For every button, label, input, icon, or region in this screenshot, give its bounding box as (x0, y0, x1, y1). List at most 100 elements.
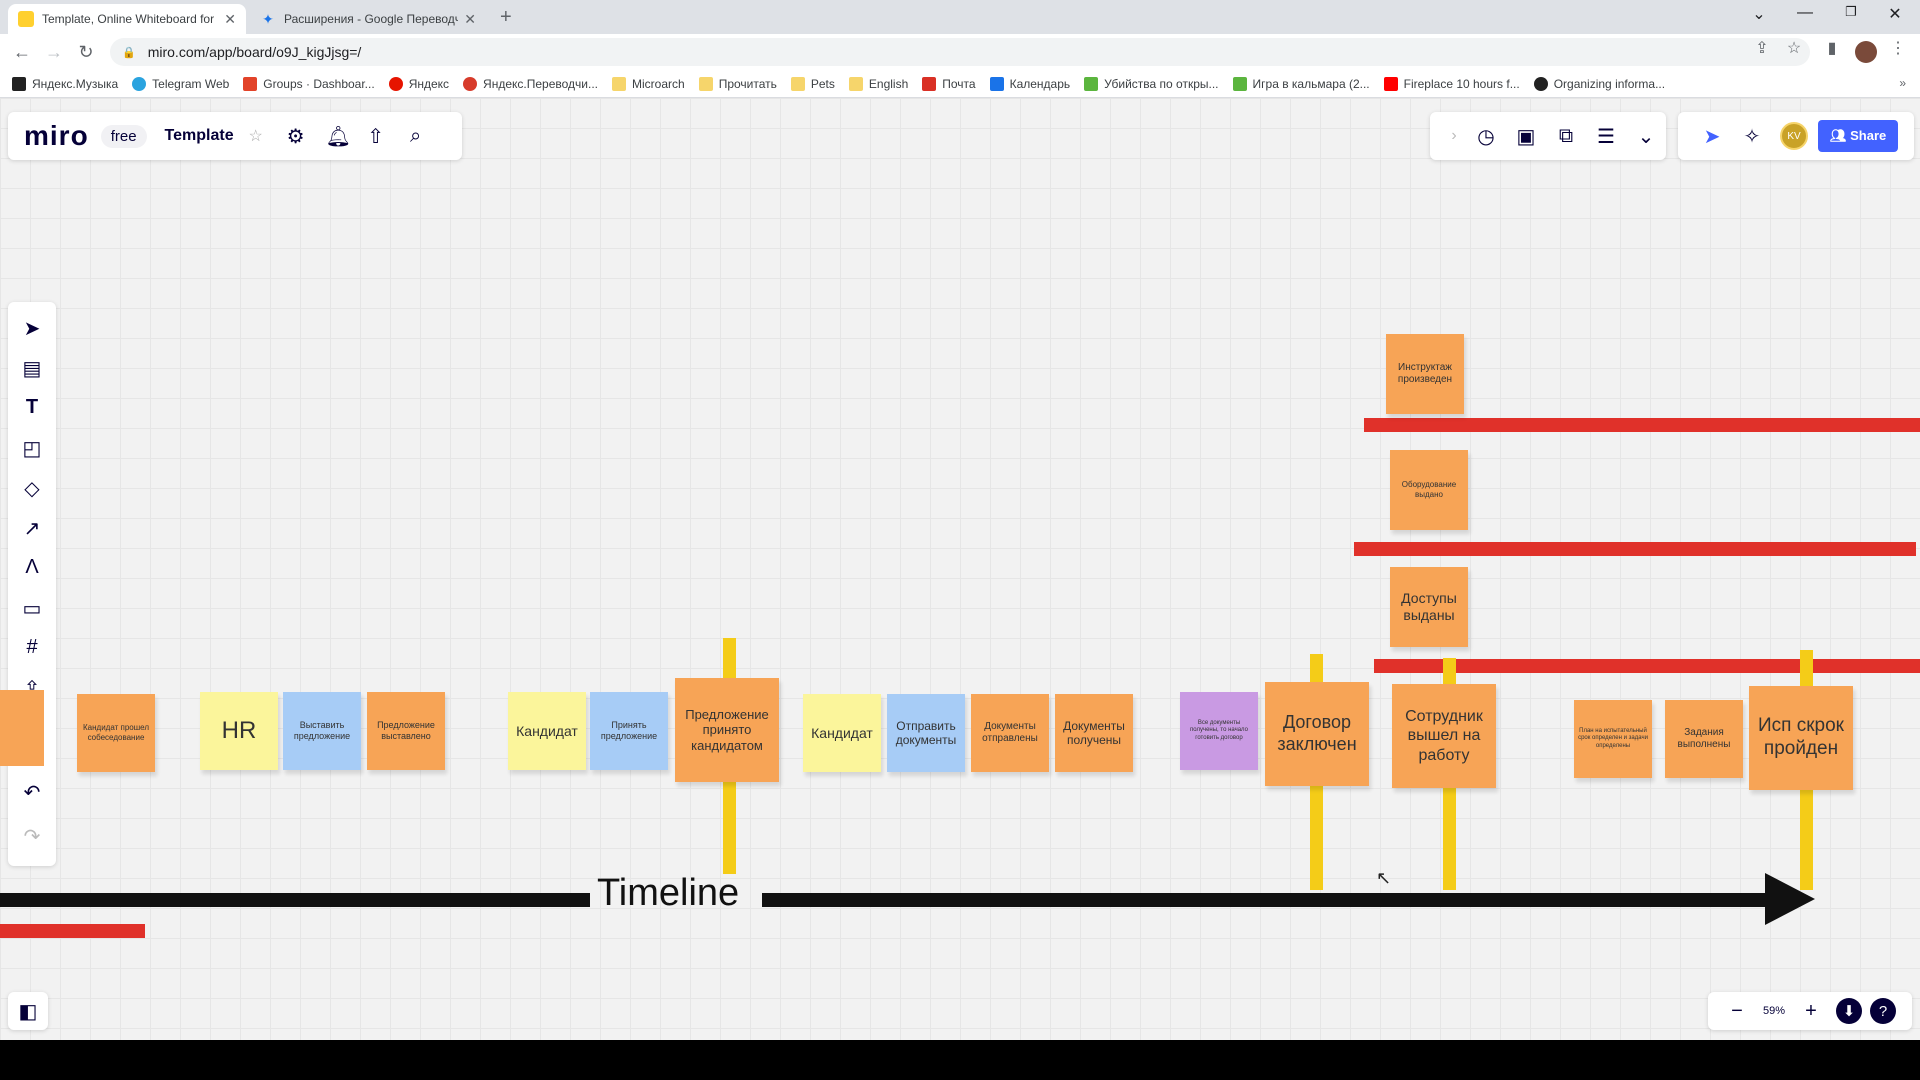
reactions-icon[interactable]: ✧ (1743, 125, 1761, 148)
red-divider-line[interactable] (1354, 542, 1916, 556)
sticky-note-partial[interactable] (0, 690, 44, 766)
user-avatar[interactable]: KV (1780, 122, 1808, 150)
board-sidebar-toggle[interactable]: ◧ (8, 992, 48, 1030)
bookmarks-overflow-icon[interactable]: » (1899, 76, 1906, 90)
sticky-note[interactable]: Принять предложение (590, 692, 668, 770)
sticky-note[interactable]: План на испытательный срок определен и з… (1574, 700, 1652, 778)
close-tab-icon[interactable]: ✕ (464, 10, 476, 27)
sticky-note[interactable]: Предложение принято кандидатом (675, 678, 779, 782)
red-divider-line[interactable] (1364, 418, 1920, 432)
bookmark-yandex-translate[interactable]: Яндекс.Переводчи... (463, 76, 598, 91)
text-icon[interactable]: T (25, 396, 39, 418)
sticky-note[interactable]: Оборудование выдано (1390, 450, 1468, 530)
sticky-note[interactable]: Отправить документы (887, 694, 965, 772)
sticky-note[interactable]: Кандидат (508, 692, 586, 770)
help-icon[interactable]: ? (1870, 998, 1896, 1024)
bell-icon[interactable]: 🔔︎ (325, 125, 351, 148)
presentation-icon[interactable]: ⧉ (1558, 124, 1574, 147)
new-tab-button[interactable]: + (500, 6, 512, 28)
chevrons-down-icon[interactable]: ⌄ (1637, 125, 1655, 148)
sticky-note[interactable]: Документы отправлены (971, 694, 1049, 772)
bookmark-calendar[interactable]: Календарь (989, 76, 1070, 91)
sticky-note[interactable]: Документы получены (1055, 694, 1133, 772)
bookmark-github[interactable]: Organizing informa... (1533, 76, 1665, 91)
bookmark-yandex[interactable]: Яндекс (388, 76, 449, 91)
board-title[interactable]: Template (164, 127, 234, 144)
side-panel-icon[interactable]: ▮ (1827, 40, 1837, 57)
timeline-line[interactable] (762, 893, 1767, 907)
sticky-note[interactable]: Все документы получены, то начало готови… (1180, 692, 1258, 770)
close-tab-icon[interactable]: ✕ (224, 10, 236, 27)
star-icon[interactable]: ☆ (248, 128, 263, 145)
calendar-icon (989, 76, 1004, 91)
zoom-level[interactable]: 59% (1762, 1005, 1786, 1017)
frame-icon[interactable]: # (26, 636, 38, 658)
share-page-icon[interactable]: ⇪ (1755, 40, 1769, 57)
close-window-button[interactable]: ✕ (1888, 6, 1902, 23)
upload-icon[interactable]: ⇧ (367, 125, 384, 148)
bookmark-fireplace[interactable]: Fireplace 10 hours f... (1383, 76, 1520, 91)
whiteboard-canvas[interactable]: miro free Template ☆ ⚙ 🔔︎ ⇧ ⌕ › ◷ ▣ ⧉ ☰ … (0, 98, 1920, 1040)
timeline-label[interactable]: Timeline (597, 872, 740, 914)
cursor-follow-icon[interactable]: ➤ (1703, 125, 1721, 148)
tab-google-translate-extensions[interactable]: ✦ Расширения - Google Переводч ✕ (250, 4, 486, 34)
red-divider-line[interactable] (0, 924, 145, 938)
bookmark-folder-prochitat[interactable]: Прочитать (698, 76, 777, 91)
restore-window-button[interactable]: ❐ (1845, 4, 1857, 19)
red-divider-line[interactable] (1374, 659, 1920, 673)
bookmark-telegram-web[interactable]: Telegram Web (132, 76, 229, 91)
sticky-note[interactable]: Предложение выставлено (367, 692, 445, 770)
bookmark-ubiystva[interactable]: Убийства по откры... (1084, 76, 1219, 91)
share-button[interactable]: 👥︎ Share (1818, 120, 1899, 152)
sticky-note[interactable]: Исп скрок пройден (1749, 686, 1853, 790)
forward-arrow-icon[interactable]: → (45, 42, 63, 62)
shapes-icon[interactable]: ◇ (24, 478, 40, 500)
sticky-note[interactable]: Выставить предложение (283, 692, 361, 770)
bookmark-gitlab-groups[interactable]: Groups · Dashboar... (243, 76, 375, 91)
bookmark-folder-english[interactable]: English (848, 76, 908, 91)
minimize-window-button[interactable]: — (1797, 4, 1813, 21)
bookmark-squid-game[interactable]: Игра в кальмара (2... (1232, 76, 1370, 91)
timeline-arrowhead[interactable] (1765, 873, 1815, 925)
miro-logo[interactable]: miro (24, 120, 89, 151)
connection-line-icon[interactable]: ↗ (23, 518, 41, 540)
bookmark-star-icon[interactable]: ☆ (1786, 40, 1802, 57)
templates-icon[interactable]: ▤ (22, 358, 42, 380)
zoom-out-button[interactable]: − (1731, 999, 1743, 1022)
tab-search-chevron-icon[interactable]: ⌄ (1752, 6, 1766, 23)
plan-badge[interactable]: free (100, 124, 147, 148)
pen-icon[interactable]: Ʌ (25, 556, 39, 578)
select-cursor-icon[interactable]: ➤ (23, 318, 41, 340)
sticky-note[interactable]: HR (200, 692, 278, 770)
sticky-note[interactable]: Кандидат прошел собеседование (77, 694, 155, 772)
bookmark-yandex-music[interactable]: Яндекс.Музыка (12, 76, 118, 91)
undo-icon[interactable]: ↶ (23, 782, 41, 804)
map-navigation-icon[interactable]: ⬇ (1836, 998, 1862, 1024)
gear-icon[interactable]: ⚙ (286, 125, 305, 148)
search-icon[interactable]: ⌕ (410, 124, 422, 147)
timeline-line[interactable] (0, 893, 590, 907)
bookmark-folder-microarch[interactable]: Microarch (612, 76, 685, 91)
zoom-in-button[interactable]: + (1805, 999, 1817, 1022)
sticky-note[interactable]: Сотрудник вышел на работу (1392, 684, 1496, 788)
video-chat-icon[interactable]: ▣ (1516, 125, 1536, 148)
sticky-note[interactable]: Доступы выданы (1390, 567, 1468, 647)
sticky-note-icon[interactable]: ◰ (22, 438, 42, 460)
url-input[interactable]: 🔒 miro.com/app/board/o9J_kigJjsg=/ (110, 38, 1810, 66)
sticky-note[interactable]: Кандидат (803, 694, 881, 772)
profile-avatar[interactable] (1855, 41, 1877, 63)
sticky-note[interactable]: Договор заключен (1265, 682, 1369, 786)
tab-miro[interactable]: Template, Online Whiteboard for ✕ (8, 4, 246, 34)
bookmark-folder-pets[interactable]: Pets (790, 76, 835, 91)
timer-icon[interactable]: ◷ (1477, 125, 1495, 148)
redo-icon[interactable]: ↷ (23, 826, 41, 848)
reload-icon[interactable]: ↻ (78, 42, 94, 62)
back-arrow-icon[interactable]: ← (13, 42, 31, 62)
notes-icon[interactable]: ☰ (1597, 125, 1615, 148)
browser-menu-icon[interactable]: ⋮ (1890, 40, 1906, 57)
sticky-note[interactable]: Инструктаж произведен (1386, 334, 1464, 414)
comment-icon[interactable]: ▭ (22, 598, 42, 620)
chevron-right-icon[interactable]: › (1451, 127, 1457, 144)
sticky-note[interactable]: Задания выполнены (1665, 700, 1743, 778)
bookmark-gmail[interactable]: Почта (922, 76, 976, 91)
